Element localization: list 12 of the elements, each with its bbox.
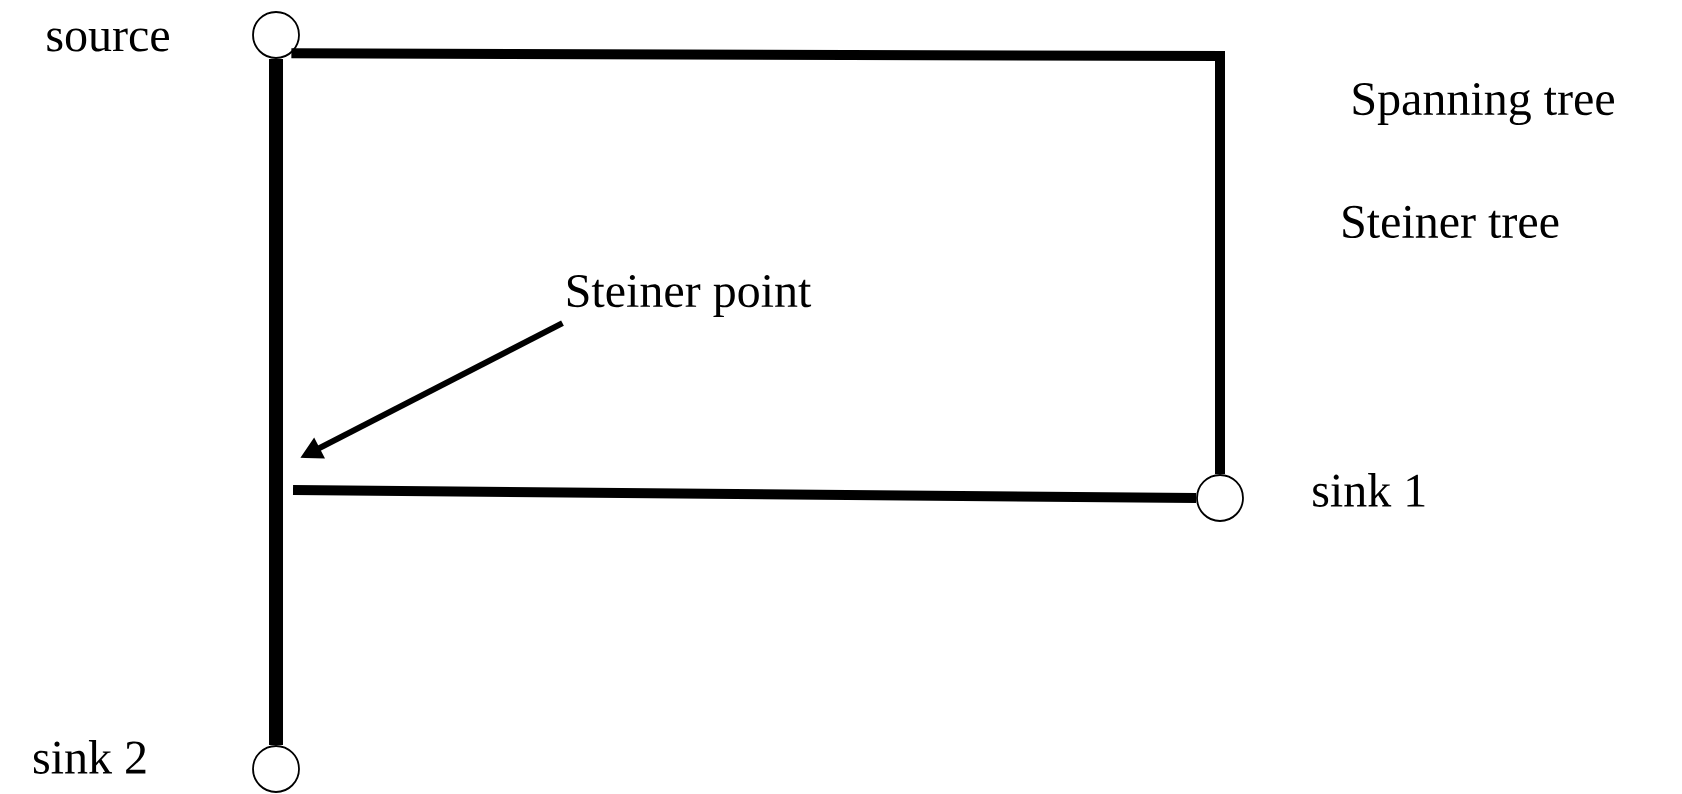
- terminal-label: source: [47, 28, 169, 52]
- tree-line: [292, 485, 1197, 503]
- legend-text: Spanning tree: [1353, 82, 1614, 126]
- terminal-label: sink 2: [34, 740, 146, 774]
- terminal-label: sink 1: [1313, 473, 1425, 507]
- legend-text: Steiner tree: [1343, 205, 1559, 239]
- tree-line: [269, 58, 283, 746]
- terminal-circle: [1196, 474, 1244, 522]
- label-text: Steiner point: [567, 275, 812, 317]
- terminal-circle: [252, 11, 300, 59]
- terminal-circle: [252, 745, 300, 793]
- tree-line: [291, 48, 1225, 475]
